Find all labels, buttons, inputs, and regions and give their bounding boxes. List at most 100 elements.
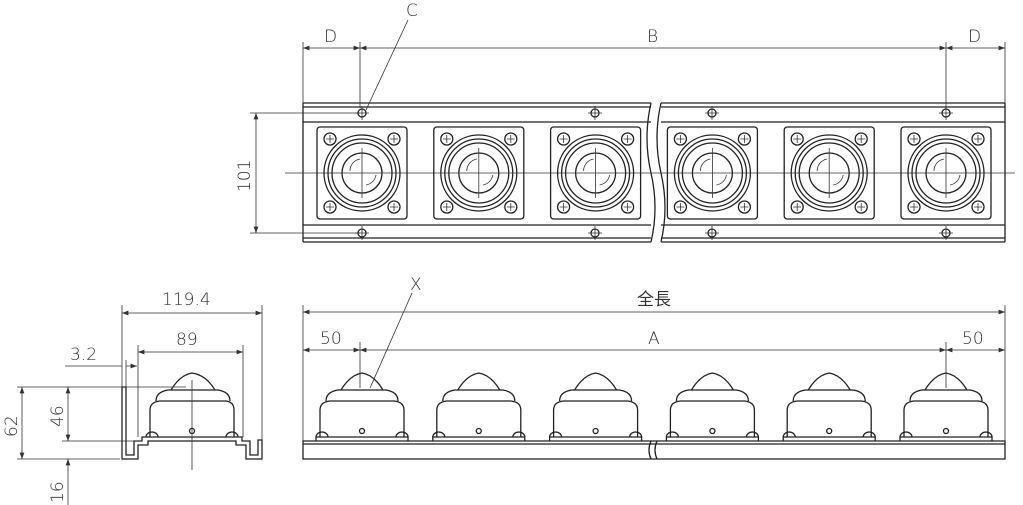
- bolt-cross: [506, 203, 515, 211]
- bolt-cross: [793, 203, 802, 211]
- ball-swirl: [466, 148, 494, 198]
- unit-bolts: [432, 431, 526, 438]
- dim-height-101: 101: [235, 160, 255, 192]
- unit-flange: [433, 126, 525, 220]
- unit-hole: [592, 427, 599, 435]
- unit-ring: [907, 134, 985, 212]
- dim-a: A: [648, 329, 660, 349]
- dim-rail-height-16: 16: [48, 481, 68, 503]
- bolt-icon: [673, 200, 688, 214]
- unit-ring: [327, 138, 397, 208]
- dim-d-right: D: [968, 27, 981, 47]
- dim-total-height-62: 62: [2, 415, 22, 437]
- unit-ring: [790, 134, 868, 212]
- unit-flange: [666, 126, 759, 220]
- callout-x: X: [410, 275, 422, 295]
- bolt-cross: [676, 135, 685, 143]
- extension-lines: [302, 42, 1006, 108]
- bolt-icon: [790, 200, 804, 214]
- unit-bolts: [782, 431, 876, 438]
- bolt-cross: [740, 203, 749, 211]
- rail-top-outline: [302, 102, 651, 243]
- hole-cross: [705, 226, 719, 240]
- ball-unit-front: [548, 372, 643, 441]
- unit-ring: [677, 138, 748, 208]
- bolt-icon: [854, 132, 868, 146]
- bolt-cross: [910, 203, 918, 211]
- ball-unit-front: [315, 372, 409, 441]
- bolt-cross: [442, 135, 451, 143]
- bolt-icon: [323, 200, 337, 214]
- ball-unit-top: [549, 126, 642, 220]
- bolt-cross: [442, 203, 451, 211]
- bolt-cross: [326, 135, 334, 143]
- unit-ring: [915, 142, 977, 204]
- bolt-icon: [673, 132, 688, 146]
- bolt-icon: [737, 200, 752, 214]
- break-line: [646, 102, 666, 243]
- bolt-cross: [326, 203, 334, 211]
- unit-ring: [448, 142, 510, 204]
- dim-thickness-3-2: 3.2: [70, 345, 97, 365]
- front-break-line: [648, 440, 658, 460]
- bolt-icon: [854, 200, 868, 214]
- bolt-cross: [623, 135, 632, 143]
- unit-body: [665, 372, 760, 441]
- unit-ring: [673, 134, 752, 212]
- ball-swirl: [349, 148, 377, 198]
- ball-swirl: [699, 148, 727, 198]
- extension-lines-101: [250, 112, 360, 234]
- unit-ring: [444, 138, 514, 208]
- bolt-icon: [620, 200, 635, 214]
- bolt-icon: [504, 132, 518, 146]
- hole-cross: [939, 106, 953, 120]
- bolt-icon: [556, 200, 571, 214]
- bolt-icon: [907, 200, 921, 214]
- bolt-icon: [971, 200, 985, 214]
- unit-flange: [316, 126, 408, 220]
- unit-ring: [440, 134, 518, 212]
- hole-cross: [939, 226, 953, 240]
- rail-front-outline: [302, 440, 1006, 460]
- unit-hole: [826, 427, 833, 435]
- callout-c-leader: [365, 19, 409, 111]
- callout-x-leader: [369, 292, 413, 389]
- bolt-icon: [620, 132, 635, 146]
- ball-swirl: [583, 148, 610, 198]
- unit-body: [782, 372, 876, 441]
- bolt-icon: [387, 200, 401, 214]
- unit-body: [548, 372, 643, 441]
- callout-c: C: [406, 1, 418, 21]
- unit-bolts: [315, 431, 409, 438]
- ball-unit-top: [433, 126, 525, 220]
- bolt-icon: [504, 200, 518, 214]
- dim-end-right: 50: [962, 329, 984, 349]
- hole-cross: [355, 226, 369, 240]
- bolt-cross: [676, 203, 685, 211]
- bolt-icon: [440, 200, 454, 214]
- bolt-cross: [740, 135, 749, 143]
- bolt-cross: [857, 135, 866, 143]
- unit-body: [899, 372, 993, 441]
- dim-unit-height-46: 46: [48, 405, 68, 427]
- dim-d-left: D: [324, 27, 337, 47]
- unit-ring: [323, 134, 401, 212]
- side-bolts: [145, 431, 239, 438]
- hole-cross: [355, 106, 369, 120]
- bolt-cross: [974, 203, 982, 211]
- ball-unit-top: [316, 126, 408, 220]
- bolt-icon: [790, 132, 804, 146]
- unit-ring: [560, 138, 631, 208]
- hole-cross: [705, 106, 719, 120]
- unit-ring: [794, 138, 864, 208]
- bolt-icon: [556, 132, 571, 146]
- bolt-icon: [971, 132, 985, 146]
- unit-bolts: [548, 431, 643, 438]
- dim-end-left: 50: [320, 329, 342, 349]
- bolt-icon: [737, 132, 752, 146]
- unit-ring: [331, 142, 393, 204]
- ball-unit-front: [432, 372, 526, 441]
- unit-flange: [783, 126, 875, 220]
- unit-flange: [900, 126, 992, 220]
